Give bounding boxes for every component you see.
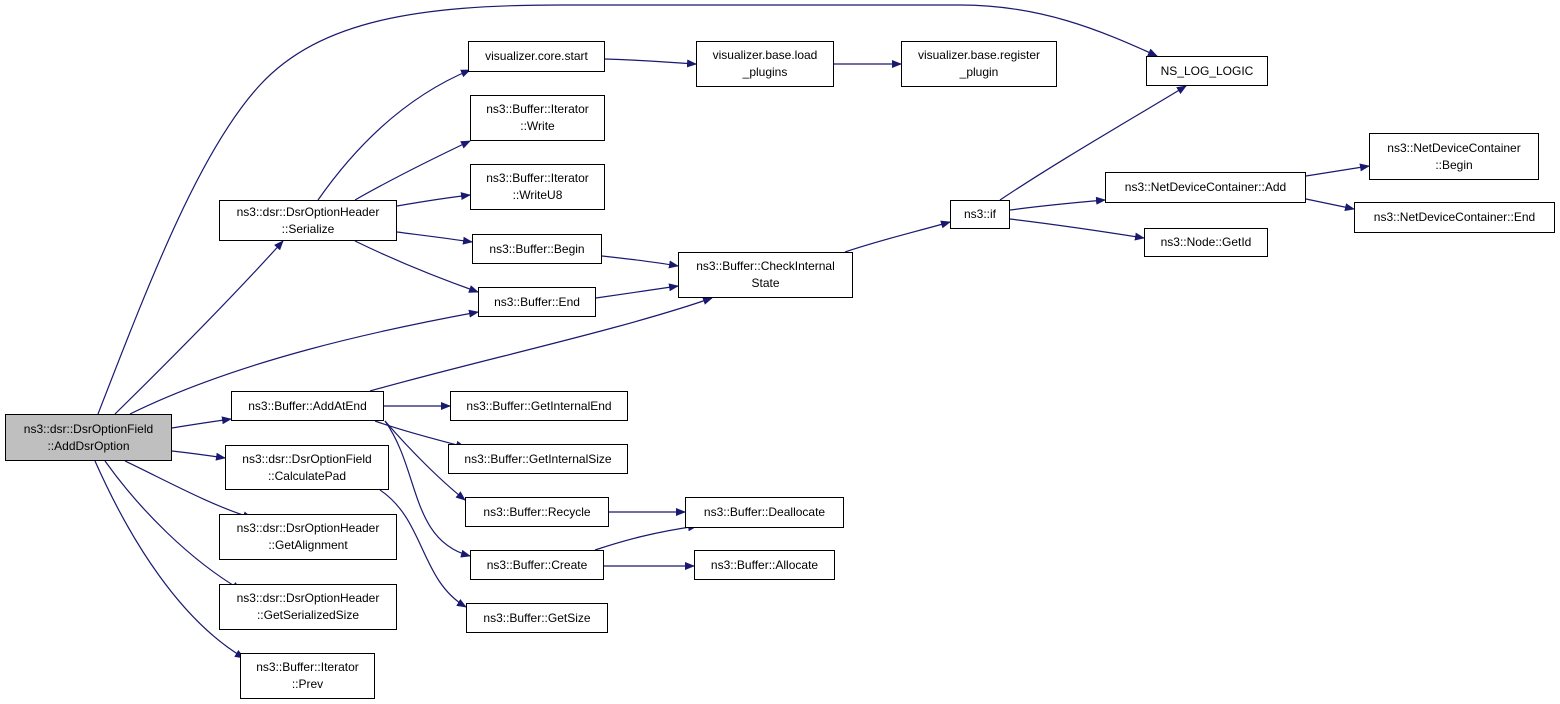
edge-calc-pad-to-buf-get-size <box>379 489 467 608</box>
node-label-line2: ::WriteU8 <box>512 188 563 202</box>
node-get-internal-end[interactable]: ns3::Buffer::GetInternalEnd <box>450 391 628 421</box>
node-label-line1: ns3::NetDeviceContainer::End <box>1373 210 1536 224</box>
edge-add-dsr-option-to-get-serialized-size <box>104 460 242 591</box>
node-label-line2: State <box>751 276 780 290</box>
edge-add-dsr-option-to-calc-pad <box>171 450 226 461</box>
node-label-line2: ::Begin <box>1435 157 1473 172</box>
node-label-line1: ns3::dsr::DsrOptionHeader <box>236 591 380 605</box>
node-label-line1: ns3::if <box>963 207 996 221</box>
node-ndc-end[interactable]: ns3::NetDeviceContainer::End <box>1354 202 1555 233</box>
edge-add-dsr-option-to-buf-add-at-end <box>171 416 232 429</box>
node-label-line1: ns3::NetDeviceContainer <box>1387 140 1521 155</box>
node-buffer-recycle[interactable]: ns3::Buffer::Recycle <box>465 497 609 527</box>
node-visualizer-base-load[interactable]: visualizer.base.load _plugins <box>696 41 834 87</box>
node-label-line1: visualizer.core.start <box>485 49 588 63</box>
node-buffer-get-size[interactable]: ns3::Buffer::GetSize <box>466 603 608 633</box>
node-label-line1: ns3::Buffer::Allocate <box>710 557 819 572</box>
edge-buf-create-to-buf-deallocate <box>594 523 698 551</box>
node-add-dsr-option: ns3::dsr::DsrOptionField ::AddDsrOption <box>5 414 172 461</box>
node-label-line1: ns3::Buffer::Begin <box>489 241 585 256</box>
node-label-line1: ns3::Buffer::Iterator <box>256 660 359 674</box>
node-label-line1: ns3::Buffer::GetInternalSize <box>464 451 612 466</box>
node-buffer-begin[interactable]: ns3::Buffer::Begin <box>472 234 602 264</box>
node-label-line2: ::Serialize <box>281 221 335 236</box>
node-label-line1: ns3::Buffer::End <box>494 294 580 309</box>
node-label-line1: ns3::Buffer::Create <box>486 557 588 572</box>
node-calculate-pad[interactable]: ns3::dsr::DsrOptionField ::CalculatePad <box>225 445 389 490</box>
node-get-serialized-size[interactable]: ns3::dsr::DsrOptionHeader ::GetSerialize… <box>219 584 397 630</box>
edge-ndc-add-to-ndc-begin <box>1305 163 1370 177</box>
node-label-line1: ns3::Buffer::GetSize <box>483 610 591 625</box>
node-label-line1: ns3::dsr::DsrOptionField <box>23 421 154 436</box>
edge-add-dsr-option-to-buf-end <box>129 309 479 415</box>
edge-dsr-serialize-to-vis-core-start <box>317 69 471 201</box>
node-label-line2: ::CalculatePad <box>267 468 347 483</box>
node-dsr-serialize[interactable]: ns3::dsr::DsrOptionHeader ::Serialize <box>219 200 397 241</box>
node-ndc-add[interactable]: ns3::NetDeviceContainer::Add <box>1105 172 1306 203</box>
node-label-line1: ns3::dsr::DsrOptionField <box>242 451 372 466</box>
node-visualizer-base-register[interactable]: visualizer.base.register _plugin <box>901 41 1057 87</box>
node-ns-log-logic[interactable]: NS_LOG_LOGIC <box>1146 56 1268 86</box>
node-label-line2: ::Prev <box>291 677 324 691</box>
node-label-line1: ns3::Buffer::Recycle <box>483 504 591 519</box>
edge-ns3-if-to-node-getid <box>1009 218 1145 241</box>
node-buffer-allocate[interactable]: ns3::Buffer::Allocate <box>694 550 835 580</box>
edge-buf-end-to-check-internal <box>595 283 679 299</box>
edge-add-dsr-option-to-dsr-serialize <box>114 240 284 415</box>
edge-check-internal-to-ns3-if <box>844 220 951 253</box>
edge-vis-core-start-to-vis-base-load <box>604 58 697 68</box>
node-iterator-write-u8[interactable]: ns3::Buffer::Iterator ::WriteU8 <box>470 164 605 210</box>
node-visualizer-core-start[interactable]: visualizer.core.start <box>468 41 605 72</box>
node-label-line2: _plugins <box>742 65 788 79</box>
edge-add-dsr-option-to-iter-prev <box>94 460 245 659</box>
node-label-line2: ::GetAlignment <box>268 538 348 552</box>
node-get-internal-size[interactable]: ns3::Buffer::GetInternalSize <box>448 444 628 474</box>
node-get-alignment[interactable]: ns3::dsr::DsrOptionHeader ::GetAlignment <box>219 514 397 560</box>
node-label-line1: NS_LOG_LOGIC <box>1160 63 1254 78</box>
edge-dsr-serialize-to-iter-write <box>354 140 471 201</box>
edge-ns3-if-to-ns-log-logic <box>999 85 1187 201</box>
edge-add-dsr-option-to-get-alignment <box>124 460 253 520</box>
node-buffer-end[interactable]: ns3::Buffer::End <box>478 287 596 317</box>
node-label-line1: ns3::Buffer::Deallocate <box>703 505 826 519</box>
node-ns3-if[interactable]: ns3::if <box>950 200 1010 229</box>
node-label-line1: ns3::Buffer::GetInternalEnd <box>466 398 612 413</box>
node-label-line1: ns3::Buffer::AddAtEnd <box>248 398 367 413</box>
node-label-line2: ::GetSerializedSize <box>256 608 360 622</box>
edge-buf-begin-to-check-internal <box>601 255 679 269</box>
node-label-line1: visualizer.base.load <box>712 48 818 62</box>
node-iterator-write[interactable]: ns3::Buffer::Iterator ::Write <box>470 95 605 141</box>
edge-dsr-serialize-to-buf-end <box>354 240 479 293</box>
node-label-line1: ns3::dsr::DsrOptionHeader <box>236 204 380 219</box>
node-label-line1: ns3::dsr::DsrOptionHeader <box>236 521 380 535</box>
edge-buf-add-at-end-to-check-internal <box>369 297 713 392</box>
node-label-line2: ::AddDsrOption <box>47 438 130 453</box>
node-label-line2: _plugin <box>959 65 999 79</box>
edge-buf-add-at-end-to-buf-recycle <box>384 420 466 501</box>
node-buffer-create[interactable]: ns3::Buffer::Create <box>470 550 604 580</box>
node-check-internal-state[interactable]: ns3::Buffer::CheckInternal State <box>678 252 853 298</box>
edge-buf-add-at-end-to-buf-create <box>384 420 471 558</box>
node-iterator-prev[interactable]: ns3::Buffer::Iterator ::Prev <box>240 653 375 699</box>
edge-dsr-serialize-to-buf-begin <box>396 231 473 245</box>
node-buffer-add-at-end[interactable]: ns3::Buffer::AddAtEnd <box>231 391 384 421</box>
edge-dsr-serialize-to-iter-write-u8 <box>396 192 471 207</box>
node-label-line1: visualizer.base.register <box>917 48 1041 62</box>
node-buffer-deallocate[interactable]: ns3::Buffer::Deallocate <box>685 497 844 528</box>
node-label-line2: ::Write <box>520 119 555 133</box>
node-node-getid[interactable]: ns3::Node::GetId <box>1144 228 1268 257</box>
node-ndc-begin[interactable]: ns3::NetDeviceContainer ::Begin <box>1369 133 1539 180</box>
node-label-line1: ns3::Buffer::CheckInternal <box>696 259 835 273</box>
node-label-line1: ns3::Buffer::Iterator <box>486 102 589 116</box>
node-label-line1: ns3::Buffer::Iterator <box>486 171 589 185</box>
edge-add-dsr-option-to-ns-log-logic <box>97 4 1158 415</box>
node-label-line1: ns3::NetDeviceContainer::Add <box>1124 180 1287 194</box>
edge-ndc-add-to-ndc-end <box>1305 198 1355 212</box>
node-label-line1: ns3::Node::GetId <box>1160 235 1252 249</box>
edge-ns3-if-to-ndc-add <box>1009 196 1106 211</box>
